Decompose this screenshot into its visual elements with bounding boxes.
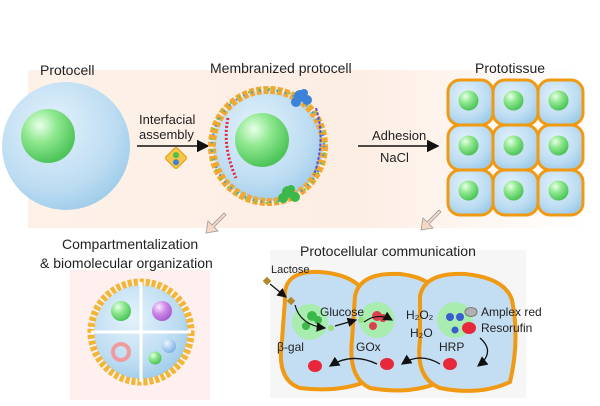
communication-cells [262,269,518,393]
amplex-red-molecule [464,307,478,317]
label-h2o: H₂O [410,326,433,340]
nanoparticle-icon [165,147,187,169]
protocell-illustration [2,82,130,210]
tissue-cell-nucleus [458,135,479,156]
blue-enzyme-icon [291,89,312,107]
lactose-molecule [262,276,272,286]
bgal-enzyme-icon [302,311,322,330]
arrow-label-assembly: assembly [139,127,194,142]
green-droplet [111,301,131,321]
lactose-molecule-inside [286,296,296,306]
tissue-cell-nucleus [503,90,524,111]
label-hrp: HRP [439,340,465,354]
glucose-molecule [328,325,334,331]
compartment-title-line2: & biomolecular organization [40,255,213,271]
tissue-cell-nucleus [548,90,569,111]
green-enzyme-icon [278,185,300,203]
arrow-label-adhesion: Adhesion [372,128,427,143]
small-green-droplet [148,351,162,365]
blue-droplet [162,339,176,353]
hint-arrow-communication [420,209,442,231]
protocell-nucleus [21,109,75,163]
label-h2o2: H₂O₂ [406,308,434,322]
label-beta-gal: β-gal [277,340,304,354]
label-glucose: Glucose [320,305,365,319]
hrp-enzyme-icon [446,313,464,334]
tissue-cell-nucleus [458,90,479,111]
stage-label-prototissue: Prototissue [475,60,546,76]
compartment-title-line1: Compartmentalization [62,236,199,252]
membranized-protocell [208,86,328,206]
label-resorufin: Resorufin [481,321,533,335]
compartmentalized-protocell [87,278,195,386]
glucose-molecule-2 [358,317,364,323]
label-lactose: Lactose [271,264,310,276]
prototissue-grid [446,78,585,217]
tissue-cell-nucleus [458,180,479,201]
arrow-label-interfacial: Interfacial [139,112,196,127]
tissue-cell-nucleus [503,180,524,201]
stage-label-membranized: Membranized protocell [210,60,352,76]
label-amplex-red: Amplex red [481,305,542,319]
stage-label-protocell: Protocell [40,62,95,78]
resorufin-molecule [462,322,476,334]
arrow-label-nacl: NaCl [380,150,409,165]
tissue-cell-nucleus [548,180,569,201]
hint-arrow-compartment [205,212,227,234]
pink-ring-droplet [111,342,131,362]
tissue-cell-nucleus [503,135,524,156]
tissue-cell-nucleus [548,135,569,156]
label-gox: GOx [356,340,381,354]
purple-droplet [152,301,172,321]
communication-title: Protocellular communication [300,243,476,259]
